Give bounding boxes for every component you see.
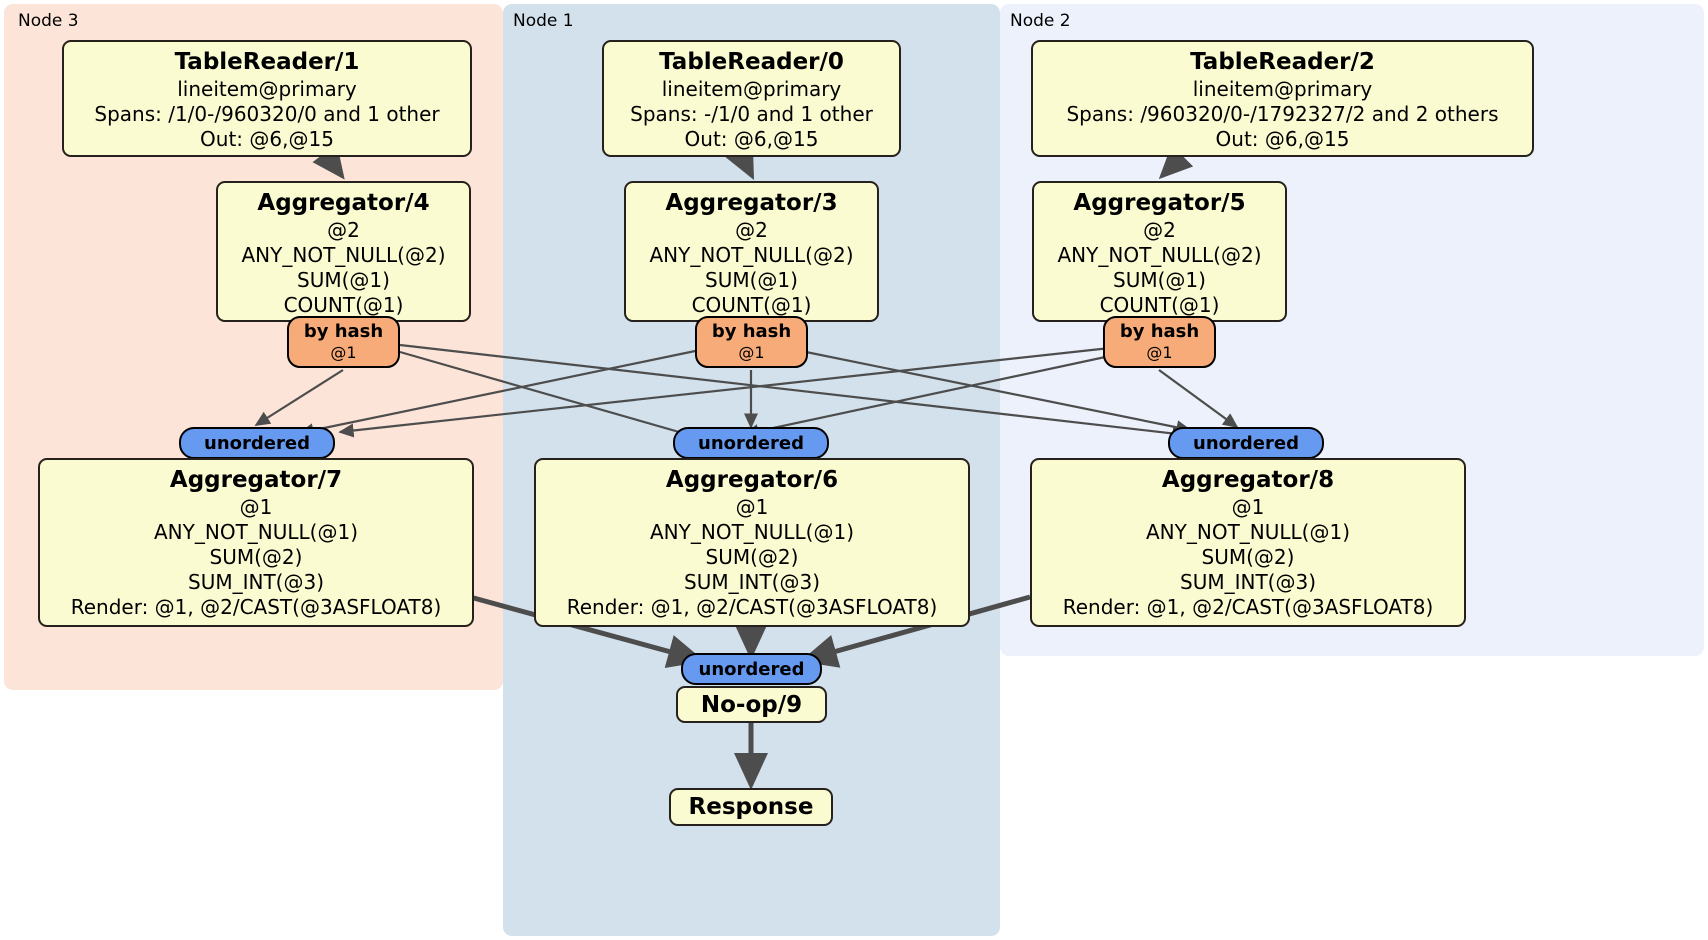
box-line: Render: @1, @2/CAST(@3ASFLOAT8) — [566, 595, 938, 619]
box-title: No-op/9 — [700, 692, 803, 718]
synchronizer-by-hash-center[interactable]: by hash @1 — [695, 316, 808, 368]
box-line: Render: @1, @2/CAST(@3ASFLOAT8) — [1062, 595, 1434, 619]
by-hash-column: @1 — [738, 343, 765, 362]
box-title: Aggregator/7 — [169, 467, 343, 493]
box-line: @1 — [735, 495, 769, 519]
processor-table-reader-0[interactable]: TableReader/0 lineitem@primary Spans: -/… — [602, 40, 901, 157]
unordered-label: unordered — [698, 433, 804, 454]
box-line: SUM(@2) — [705, 545, 799, 569]
box-title: Aggregator/3 — [665, 190, 838, 216]
processor-response[interactable]: Response — [669, 788, 833, 826]
box-line: SUM(@2) — [1201, 545, 1295, 569]
synchronizer-unordered-left[interactable]: unordered — [179, 427, 335, 459]
by-hash-label: by hash — [303, 321, 384, 342]
box-line: SUM_INT(@3) — [684, 570, 820, 594]
box-title: TableReader/2 — [1190, 49, 1375, 75]
synchronizer-unordered-center[interactable]: unordered — [673, 427, 829, 459]
by-hash-label: by hash — [711, 321, 792, 342]
synchronizer-by-hash-left[interactable]: by hash @1 — [287, 316, 400, 368]
box-line: SUM_INT(@3) — [1180, 570, 1316, 594]
processor-aggregator-6[interactable]: Aggregator/6 @1 ANY_NOT_NULL(@1) SUM(@2)… — [534, 458, 970, 627]
box-line: Spans: /1/0-/960320/0 and 1 other — [94, 102, 440, 126]
box-line: ANY_NOT_NULL(@2) — [241, 243, 446, 267]
processor-aggregator-5[interactable]: Aggregator/5 @2 ANY_NOT_NULL(@2) SUM(@1)… — [1032, 181, 1287, 322]
box-title: Response — [688, 794, 814, 820]
box-line: COUNT(@1) — [1099, 293, 1220, 317]
unordered-label: unordered — [698, 659, 805, 680]
processor-aggregator-4[interactable]: Aggregator/4 @2 ANY_NOT_NULL(@2) SUM(@1)… — [216, 181, 471, 322]
unordered-label: unordered — [204, 433, 310, 454]
box-line: @1 — [239, 495, 273, 519]
node-label-node3: Node 3 — [18, 11, 79, 31]
unordered-label: unordered — [1193, 433, 1299, 454]
box-line: Spans: -/1/0 and 1 other — [630, 102, 873, 126]
synchronizer-unordered-final[interactable]: unordered — [681, 653, 822, 685]
box-title: Aggregator/8 — [1161, 467, 1335, 493]
box-line: SUM(@1) — [297, 268, 390, 292]
processor-aggregator-7[interactable]: Aggregator/7 @1 ANY_NOT_NULL(@1) SUM(@2)… — [38, 458, 474, 627]
box-line: Out: @6,@15 — [684, 127, 819, 151]
box-title: TableReader/1 — [174, 49, 360, 75]
box-line: COUNT(@1) — [691, 293, 812, 317]
box-line: @2 — [327, 218, 360, 242]
box-title: Aggregator/4 — [257, 190, 430, 216]
by-hash-column: @1 — [1146, 343, 1173, 362]
box-line: SUM(@1) — [1113, 268, 1206, 292]
box-line: Render: @1, @2/CAST(@3ASFLOAT8) — [70, 595, 442, 619]
box-line: ANY_NOT_NULL(@2) — [649, 243, 854, 267]
box-line: lineitem@primary — [1192, 77, 1373, 101]
box-line: ANY_NOT_NULL(@2) — [1057, 243, 1262, 267]
processor-aggregator-8[interactable]: Aggregator/8 @1 ANY_NOT_NULL(@1) SUM(@2)… — [1030, 458, 1466, 627]
box-line: SUM_INT(@3) — [188, 570, 324, 594]
box-line: Spans: /960320/0-/1792327/2 and 2 others — [1066, 102, 1499, 126]
box-line: ANY_NOT_NULL(@1) — [154, 520, 358, 544]
box-line: Out: @6,@15 — [200, 127, 334, 151]
box-line: @2 — [1143, 218, 1176, 242]
processor-table-reader-1[interactable]: TableReader/1 lineitem@primary Spans: /1… — [62, 40, 472, 157]
box-line: Out: @6,@15 — [1215, 127, 1350, 151]
processor-noop-9[interactable]: No-op/9 — [676, 686, 827, 723]
box-line: lineitem@primary — [661, 77, 842, 101]
box-line: lineitem@primary — [177, 77, 357, 101]
box-title: Aggregator/5 — [1073, 190, 1246, 216]
box-title: Aggregator/6 — [665, 467, 839, 493]
box-line: SUM(@1) — [705, 268, 798, 292]
processor-aggregator-3[interactable]: Aggregator/3 @2 ANY_NOT_NULL(@2) SUM(@1)… — [624, 181, 879, 322]
processor-table-reader-2[interactable]: TableReader/2 lineitem@primary Spans: /9… — [1031, 40, 1534, 157]
box-line: @2 — [735, 218, 768, 242]
box-line: SUM(@2) — [209, 545, 303, 569]
synchronizer-by-hash-right[interactable]: by hash @1 — [1103, 316, 1216, 368]
box-line: ANY_NOT_NULL(@1) — [1146, 520, 1350, 544]
box-line: @1 — [1231, 495, 1265, 519]
synchronizer-unordered-right[interactable]: unordered — [1168, 427, 1324, 459]
box-title: TableReader/0 — [659, 49, 844, 75]
node-label-node2: Node 2 — [1010, 11, 1071, 31]
by-hash-column: @1 — [330, 343, 357, 362]
node-label-node1: Node 1 — [513, 11, 574, 31]
by-hash-label: by hash — [1119, 321, 1200, 342]
box-line: COUNT(@1) — [283, 293, 404, 317]
box-line: ANY_NOT_NULL(@1) — [650, 520, 854, 544]
